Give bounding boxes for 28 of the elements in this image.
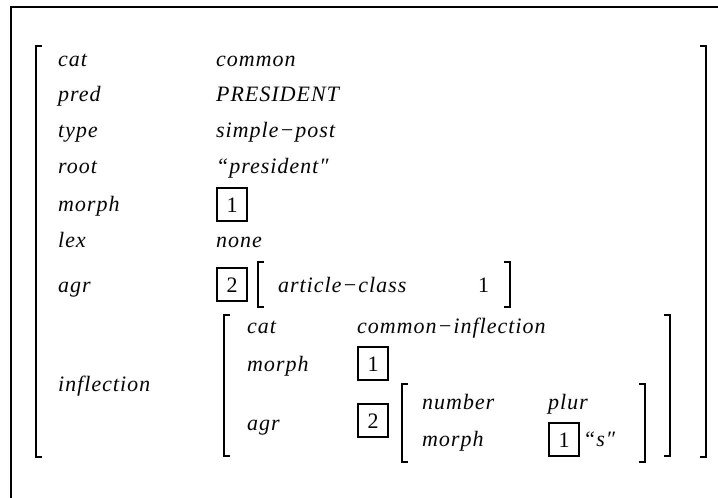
feature-text: plur (548, 389, 589, 415)
feature-text: none (216, 227, 263, 253)
feature-text: common−inflection (357, 313, 546, 339)
feature-text: morph (422, 426, 484, 452)
feature-text: inflection (58, 371, 152, 397)
feature-text: morph (247, 351, 310, 377)
tag-box: 1 (216, 187, 248, 222)
tag-box: 1 (357, 346, 389, 381)
feature-text: 1 (478, 272, 490, 298)
feature-text: number (422, 389, 496, 415)
feature-text: cat (247, 313, 277, 339)
feature-text: morph (58, 191, 120, 217)
feature-text: “president″ (216, 153, 330, 179)
feature-text: pred (58, 81, 102, 107)
feature-text: “s″ (583, 426, 616, 452)
feature-text: lex (58, 227, 87, 253)
feature-text: common (216, 46, 297, 72)
feature-text: agr (58, 272, 92, 298)
feature-text: article−class (278, 272, 408, 298)
feature-text: root (58, 153, 98, 179)
feature-text: cat (58, 46, 88, 72)
tag-box: 1 (548, 422, 580, 457)
feature-text: agr (247, 410, 281, 436)
feature-text: type (58, 117, 99, 143)
feature-text: simple−post (216, 117, 336, 143)
feature-text: PRESIDENT (216, 81, 340, 107)
tag-box: 2 (216, 267, 248, 302)
tag-box: 2 (357, 403, 389, 438)
